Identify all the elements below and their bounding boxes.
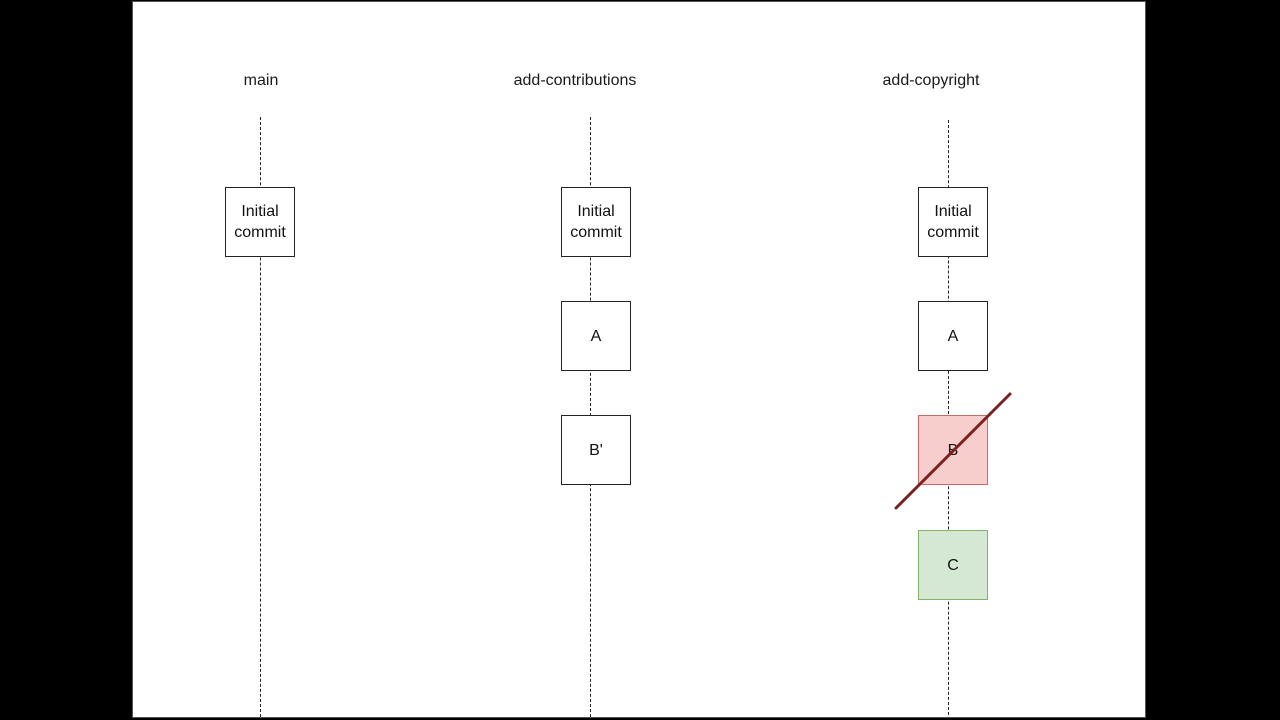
commit-label: B	[947, 441, 959, 459]
add-copyright-commit-a: A	[918, 301, 988, 371]
commit-label: Initial commit	[234, 203, 286, 241]
strike-through-line	[894, 392, 1012, 510]
commit-label: A	[590, 327, 602, 345]
add-copyright-commit-c-added: C	[918, 530, 988, 600]
commit-label: Initial commit	[570, 203, 622, 241]
branch-title-main: main	[243, 72, 279, 89]
commit-label: Initial commit	[927, 203, 979, 241]
add-copyright-commit-b-removed: B	[918, 415, 988, 485]
main-lifeline	[260, 117, 261, 717]
commit-label: A	[947, 327, 959, 345]
add-contributions-initial-commit: Initial commit	[561, 187, 631, 257]
commit-label: C	[947, 556, 959, 574]
branch-title-add-copyright: add-copyright	[882, 72, 980, 89]
diagram-canvas: main Initial commit add-contributions In…	[132, 1, 1146, 718]
add-contributions-commit-b-prime: B'	[561, 415, 631, 485]
add-copyright-initial-commit: Initial commit	[918, 187, 988, 257]
main-initial-commit: Initial commit	[225, 187, 295, 257]
commit-label: B'	[589, 441, 603, 459]
add-contributions-commit-a: A	[561, 301, 631, 371]
branch-title-add-contributions: add-contributions	[513, 72, 637, 89]
